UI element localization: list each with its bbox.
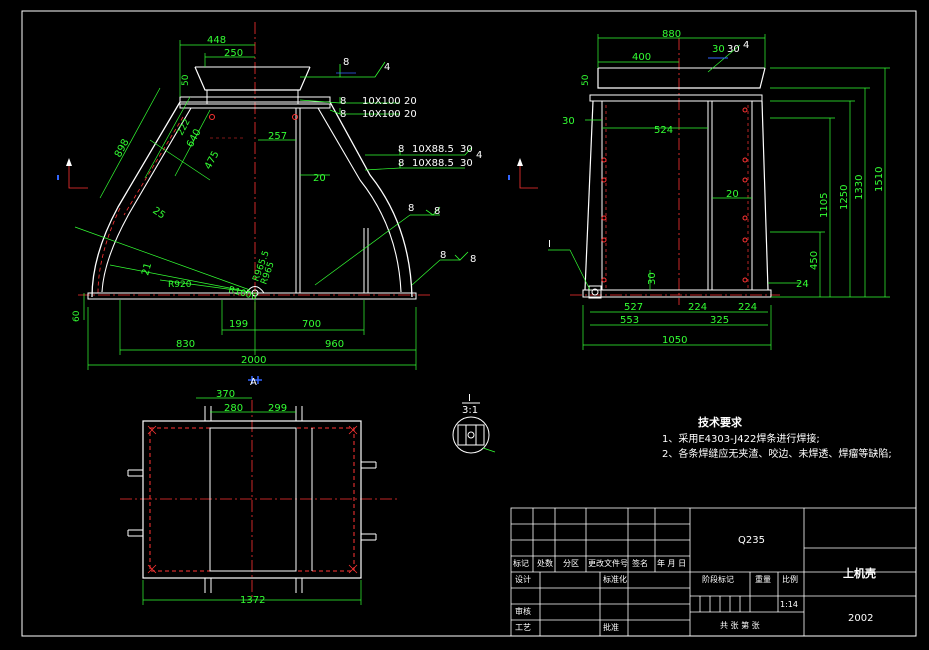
row-pizhun: 批准 — [603, 622, 619, 632]
dim-475: 475 — [203, 149, 222, 171]
dim-21: 21 — [140, 262, 154, 277]
weld-note-6-num: 8 — [408, 203, 414, 214]
title-block-text: Q235 上机壳 2002 标记 处数 分区 更改文件号 签名 年 月 日 设计… — [513, 535, 876, 632]
top-dim-1372: 1372 — [240, 595, 265, 606]
row-shenhe: 审核 — [515, 606, 531, 616]
weld-note-4-val: 4 — [476, 150, 482, 161]
dim-898: 898 — [113, 137, 132, 159]
hdr-fenqu: 分区 — [563, 559, 579, 568]
drawing-number: 2002 — [848, 613, 873, 624]
drawing-border — [21, 10, 917, 637]
weld-note-2-len: 20 — [404, 96, 417, 107]
dim-r920: R920 — [168, 280, 192, 290]
side-dim-325: 325 — [710, 315, 729, 326]
side-dim-880: 880 — [662, 29, 681, 40]
hdr-biaoji: 标记 — [513, 558, 529, 568]
weld-note-3-num: 8 — [340, 109, 346, 120]
dim-448: 448 — [207, 35, 226, 46]
side-dim-224b: 224 — [738, 302, 757, 313]
top-label-a: A — [250, 377, 257, 388]
tech-req-title: 技术要求 — [698, 415, 743, 429]
dim-700: 700 — [302, 319, 321, 330]
sheet-count: 共 张 第 张 — [720, 620, 760, 630]
side-dim-224a: 224 — [688, 302, 707, 313]
row-sheji: 设计 — [515, 574, 531, 584]
dim-60: 60 — [72, 310, 82, 322]
detail-view: I 3:1 — [452, 393, 496, 454]
weld-note-3-size: 10X100 — [362, 109, 401, 120]
dim-50: 50 — [181, 74, 191, 86]
side-dim-1050: 1050 — [662, 335, 687, 346]
weld-note-4-len: 30 — [460, 144, 473, 155]
side-dim-l30: 30 — [562, 116, 575, 127]
side-dim-1105: 1105 — [819, 193, 830, 218]
weld-note-5-size: 10X88.5 — [412, 158, 454, 169]
weld-note-3-len: 20 — [404, 109, 417, 120]
top-view: 370 280 299 1372 A — [120, 377, 400, 606]
material-label: Q235 — [738, 535, 765, 546]
detail-label: I — [468, 393, 471, 404]
dim-250: 250 — [224, 48, 243, 59]
hdr-bili: 比例 — [782, 574, 798, 584]
hdr-qianming: 签名 — [632, 558, 648, 568]
side-dim-50: 50 — [581, 74, 591, 86]
part-name: 上机壳 — [843, 566, 876, 580]
weld-note-1-num: 8 — [343, 57, 349, 68]
dim-199: 199 — [229, 319, 248, 330]
top-dim-370: 370 — [216, 389, 235, 400]
side-dim-524: 524 — [654, 125, 673, 136]
tech-requirements: 技术要求 1、采用E4303-J422焊条进行焊接; 2、各条焊缝应无夹渣、咬边… — [662, 415, 892, 460]
side-dim-30: 30 — [712, 44, 725, 55]
scale-value: 1:14 — [780, 600, 798, 609]
hdr-zhongliang: 重量 — [755, 574, 771, 584]
side-dim-30b: 30 — [727, 44, 740, 55]
weld-note-1-val: 4 — [384, 62, 390, 73]
row-gongyi: 工艺 — [515, 623, 531, 632]
side-label-i: I — [548, 239, 551, 250]
weld-note-4-num: 8 — [398, 144, 404, 155]
hdr-date: 年 月 日 — [657, 558, 686, 568]
title-block — [510, 507, 917, 637]
side-dim-24: 24 — [796, 279, 809, 290]
dim-20: 20 — [313, 173, 326, 184]
top-dim-299: 299 — [268, 403, 287, 414]
front-view: 448 250 50 898 640 475 222 25 21 R920 R1… — [57, 22, 482, 384]
detail-scale: 3:1 — [462, 405, 478, 416]
weld-note-2-size: 10X100 — [362, 96, 401, 107]
side-dim-400: 400 — [632, 52, 651, 63]
side-dim-1330: 1330 — [854, 175, 865, 200]
dim-830: 830 — [176, 339, 195, 350]
weld-note-2-num: 8 — [340, 96, 346, 107]
weld-note-7-val: 8 — [470, 254, 476, 265]
dim-r1000: R1000 — [227, 285, 258, 302]
dim-25: 25 — [150, 205, 167, 221]
weld-note-6-val: 8 — [434, 206, 440, 217]
side-view: 880 400 30 30 4 50 30 524 20 1510 1330 1… — [508, 29, 890, 350]
weld-note-7-num: 8 — [440, 250, 446, 261]
hdr-gengai: 更改文件号 — [588, 558, 628, 568]
side-dim-1510: 1510 — [874, 167, 885, 192]
tech-req-line1: 1、采用E4303-J422焊条进行焊接; — [662, 432, 820, 445]
tech-req-line2: 2、各条焊缝应无夹渣、咬边、未焊透、焊瘤等缺陷; — [662, 447, 892, 460]
row-biaozhunhua: 标准化 — [603, 574, 627, 584]
weld-note-5-len: 30 — [460, 158, 473, 169]
dim-257: 257 — [268, 131, 287, 142]
side-dim-527: 527 — [624, 302, 643, 313]
hdr-jieduan: 阶段标记 — [702, 574, 734, 584]
weld-note-5-num: 8 — [398, 158, 404, 169]
dim-2000: 2000 — [241, 355, 266, 366]
side-dim-1250: 1250 — [839, 185, 850, 210]
dim-960: 960 — [325, 339, 344, 350]
top-dim-280: 280 — [224, 403, 243, 414]
side-dim-20: 20 — [726, 189, 739, 200]
side-dim-4: 4 — [743, 40, 749, 51]
side-dim-450: 450 — [809, 251, 820, 270]
hdr-chushu: 处数 — [537, 558, 553, 568]
weld-note-4-size: 10X88.5 — [412, 144, 454, 155]
side-dim-h30: 30 — [647, 272, 658, 285]
side-dim-553: 553 — [620, 315, 639, 326]
